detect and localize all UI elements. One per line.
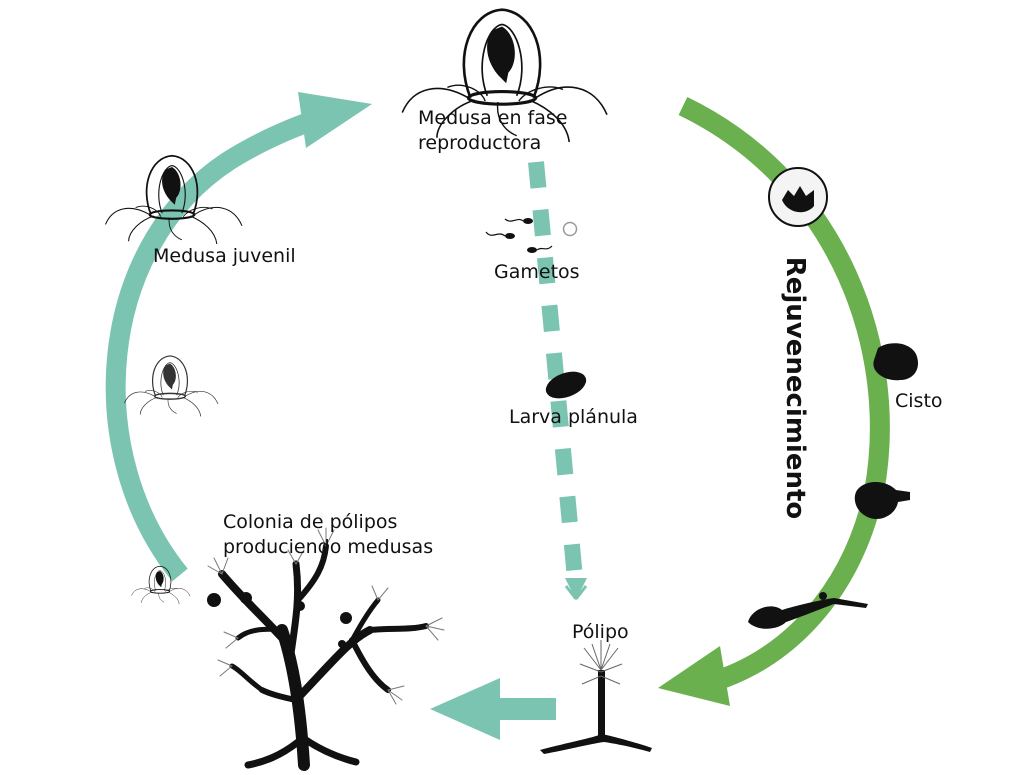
jellyfish-icon-small xyxy=(123,355,219,418)
teal-bottom-arrow-shaft xyxy=(490,698,556,720)
cyst-icon-3 xyxy=(854,481,910,520)
cyst-icon-1 xyxy=(768,167,828,227)
medusa-bud-icons xyxy=(207,592,352,648)
teal-arrowhead-top xyxy=(298,92,372,148)
dashed-development-arrow xyxy=(528,161,583,579)
planula-icon xyxy=(545,371,587,399)
label-larva-planula: Larva plánula xyxy=(509,406,638,428)
label-polipo: Pólipo xyxy=(572,621,629,643)
egg-icon xyxy=(562,221,578,237)
label-medusa-reproductora: Medusa en fase reproductora xyxy=(418,107,568,154)
label-cisto: Cisto xyxy=(895,390,943,412)
colony-icon xyxy=(207,527,445,771)
label-rejuvenecimiento: Rejuvenecimiento xyxy=(780,256,810,520)
stolon-icon xyxy=(748,592,868,629)
label-medusa-juvenil: Medusa juvenil xyxy=(153,245,296,267)
cyst-icon-2 xyxy=(873,343,919,381)
sperm-icon xyxy=(485,218,553,253)
polyp-icon xyxy=(540,640,652,754)
green-arrowhead xyxy=(658,646,730,706)
teal-cycle-arrow xyxy=(105,108,325,582)
label-colonia: Colonia de pólipos produciendo medusas xyxy=(223,511,434,558)
label-gametos: Gametos xyxy=(494,261,580,283)
teal-arrowhead-bottom xyxy=(430,678,500,740)
